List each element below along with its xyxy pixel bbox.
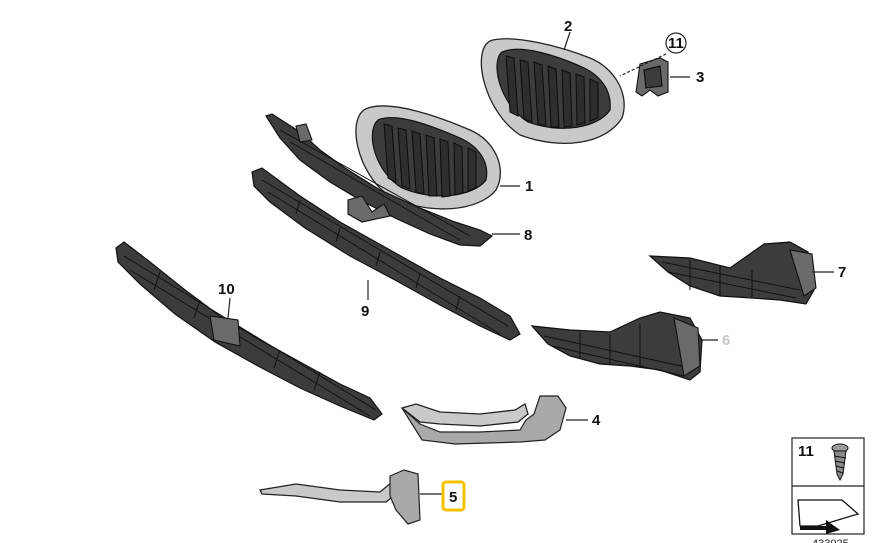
callout-4: 4 [592, 412, 601, 429]
callout-1: 1 [525, 178, 533, 195]
trim-strip-right[interactable] [259, 469, 421, 525]
drawing-number: 433025 [812, 538, 849, 543]
leader-lines [227, 31, 834, 495]
callout-10: 10 [218, 281, 235, 298]
callout-2: 2 [564, 18, 572, 35]
legend-screw-number: 11 [798, 443, 814, 460]
grille-middle[interactable] [251, 167, 521, 341]
grille-bracket[interactable] [635, 57, 669, 97]
callouts: 2 11 3 1 8 9 10 7 6 4 5 [218, 18, 846, 512]
callout-5-highlight [441, 480, 466, 512]
callout-9: 9 [361, 303, 369, 320]
side-grille-right[interactable] [648, 241, 817, 305]
trim-strip-left[interactable] [400, 395, 567, 445]
legend-box: 11 [791, 437, 865, 535]
callout-6: 6 [722, 332, 730, 349]
callout-3: 3 [696, 69, 704, 86]
view-direction-icon [797, 499, 860, 534]
callout-7: 7 [838, 264, 846, 281]
kidney-grille-upper[interactable] [480, 38, 625, 144]
kidney-grille-lower[interactable] [355, 105, 501, 210]
callout-11: 11 [668, 35, 684, 52]
screw-icon [831, 443, 849, 482]
grille-lower[interactable] [115, 241, 383, 421]
callout-11-circle [665, 32, 687, 54]
grille-frame-upper[interactable] [265, 113, 494, 247]
side-grille-left[interactable] [530, 311, 703, 381]
callout-5: 5 [449, 489, 457, 506]
callout-8: 8 [524, 227, 532, 244]
